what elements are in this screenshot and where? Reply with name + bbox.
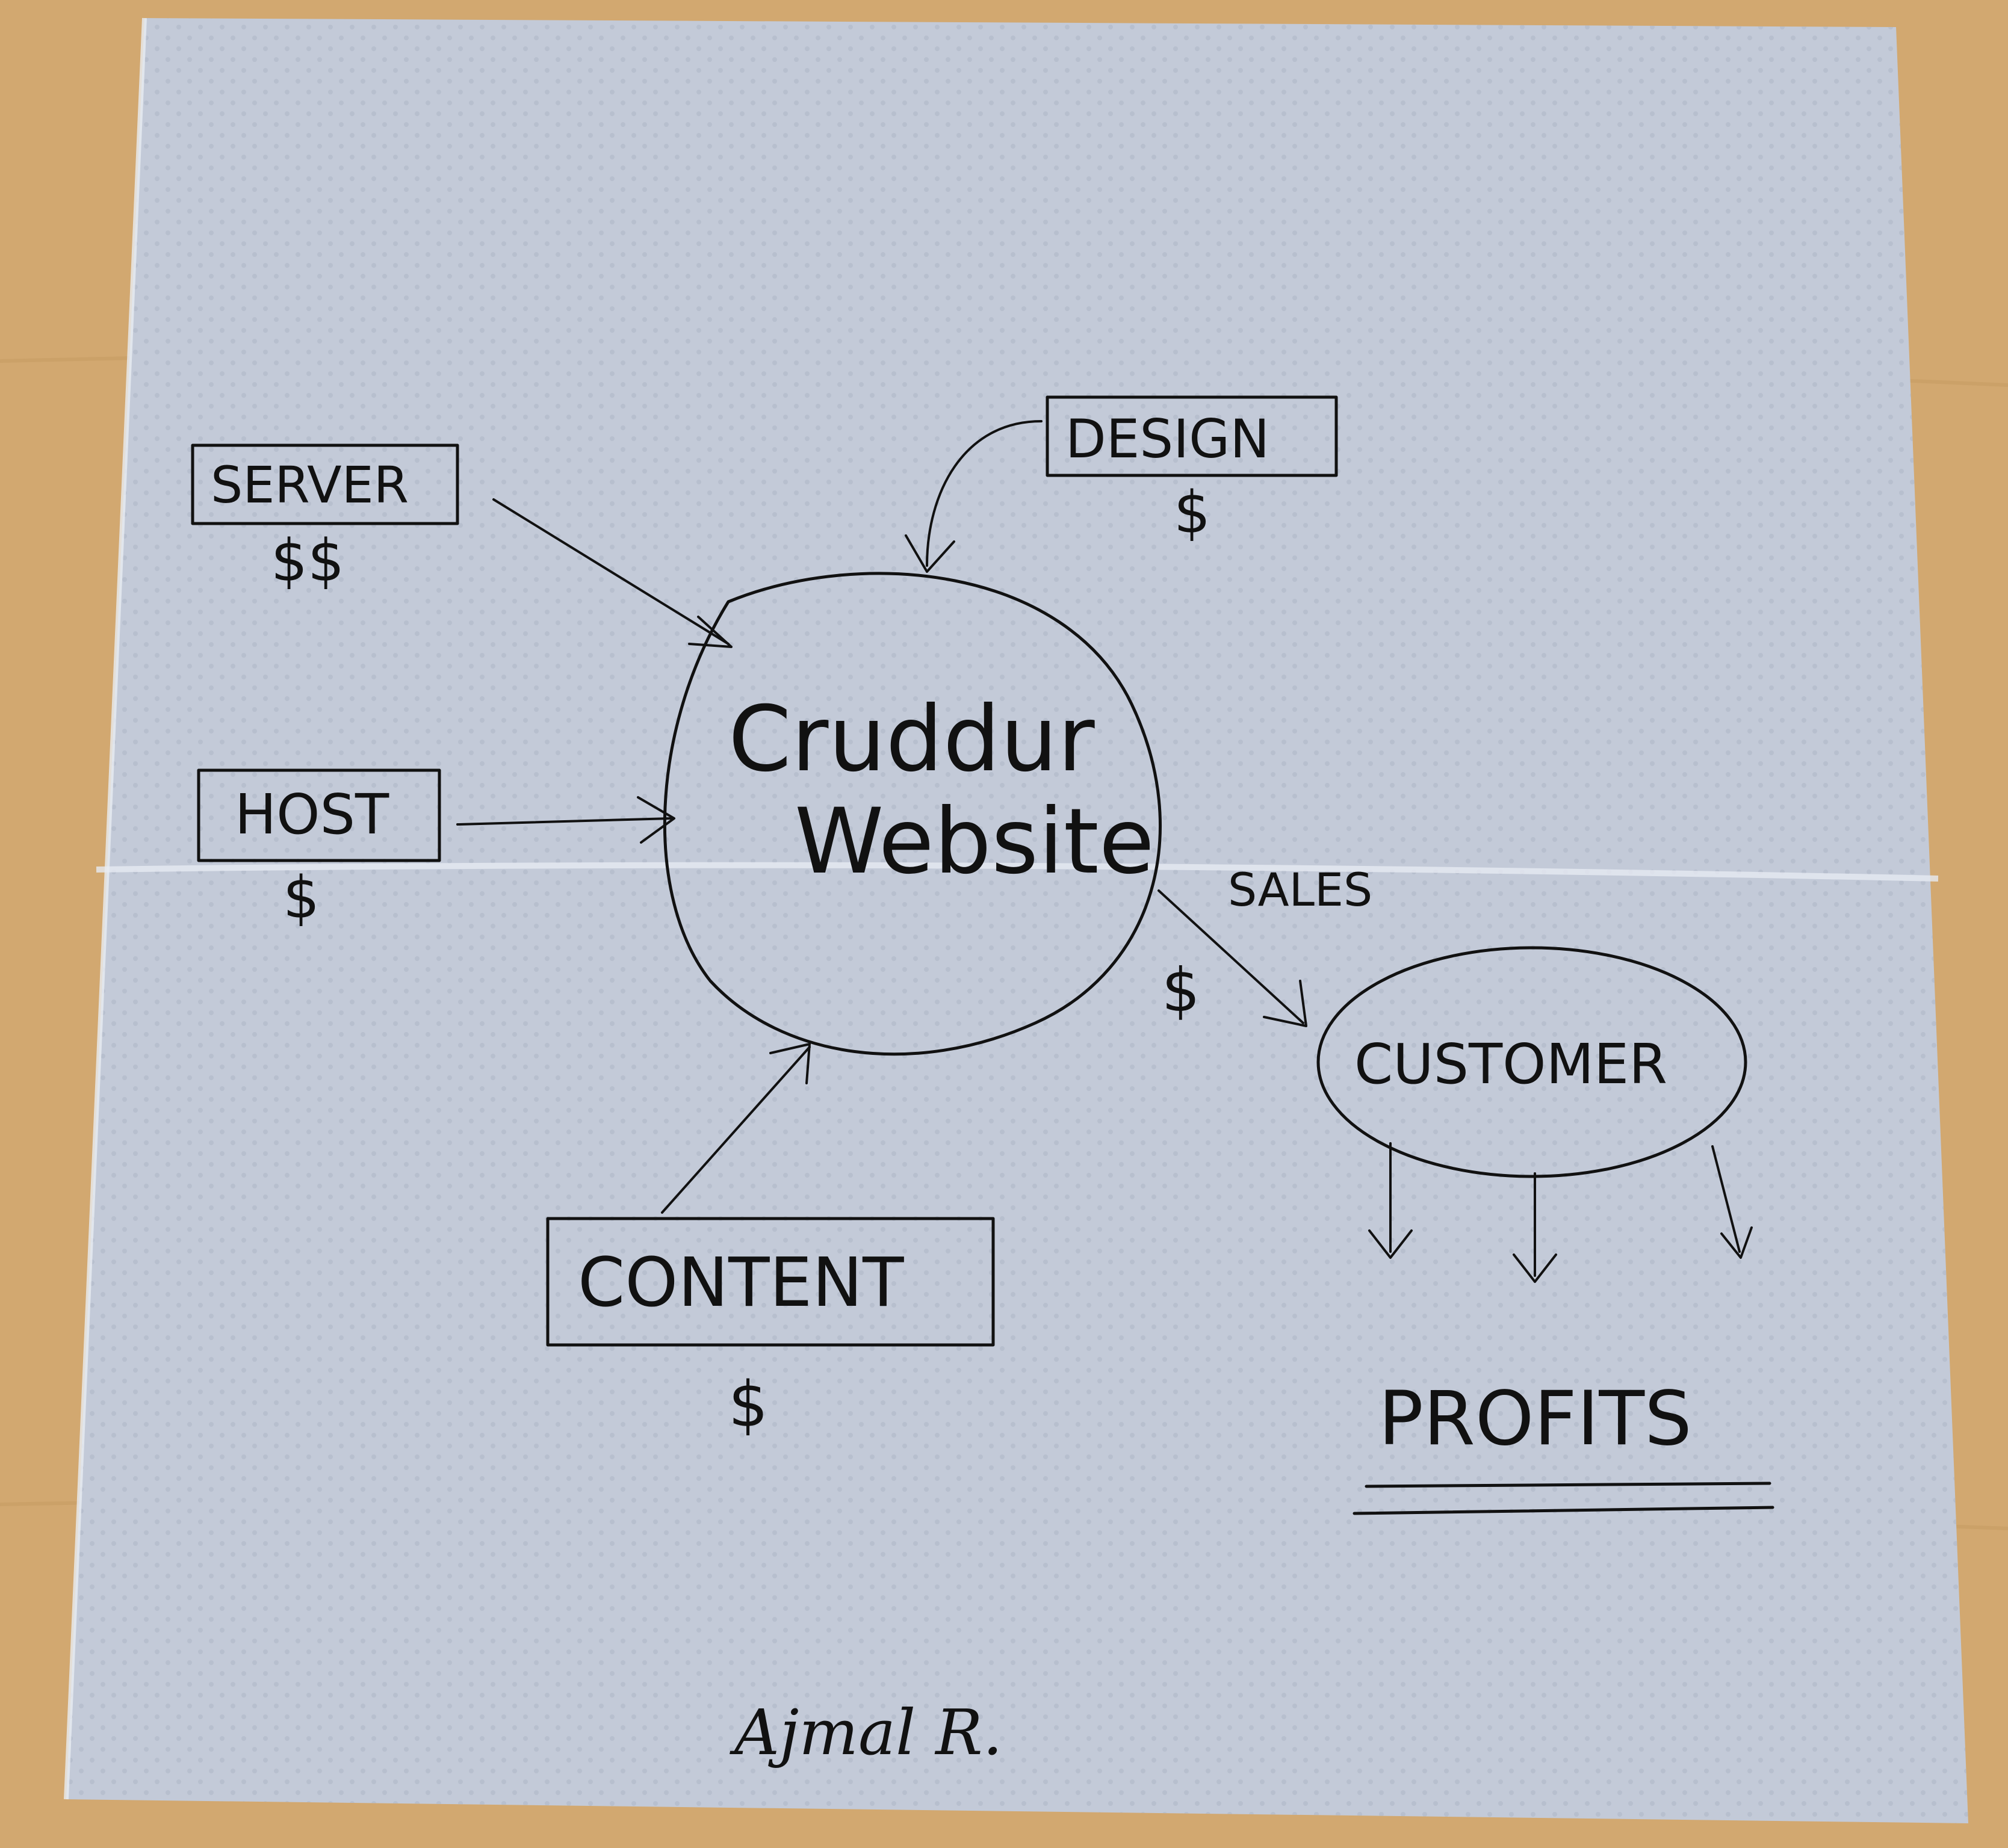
profits-underline-1 [1365,1482,1771,1488]
host-node: HOST $ [197,768,441,932]
customer-label: CUSTOMER [1354,1032,1667,1096]
content-node: CONTENT $ [546,1217,995,1441]
host-cost: $ [283,864,320,932]
server-arrow [492,498,733,648]
host-label: HOST [235,782,389,847]
profits-label: PROFITS [1378,1376,1692,1462]
host-box [197,768,441,862]
server-label: SERVER [211,456,409,515]
design-node: DESIGN $ [1046,395,1338,546]
server-node: SERVER $$ [191,443,459,595]
design-box [1046,395,1338,477]
content-box [546,1217,995,1347]
website-title-line1: Cruddur [728,687,1095,792]
cruddur-website-node: Cruddur Website [663,572,1162,1056]
customer-ellipse [1316,946,1747,1178]
design-cost: $ [1174,479,1210,546]
content-label: CONTENT [578,1244,904,1322]
sales-flow: SALES $ [1157,863,1372,1027]
design-label: DESIGN [1065,408,1269,470]
sales-arrow [1157,889,1304,1024]
server-cost: $$ [271,527,344,595]
signature: Ajmal R. [730,1696,1003,1769]
content-cost: $ [728,1368,768,1441]
customer-node: CUSTOMER [1316,946,1747,1178]
website-circle [663,572,1162,1056]
profits-underline-2 [1353,1506,1774,1515]
napkin [64,17,1968,1823]
sales-label: SALES [1228,863,1372,916]
design-arrow [905,420,1043,573]
server-box [191,443,459,525]
sales-cost: $ [1162,955,1200,1025]
website-title-line2: Website [795,790,1154,894]
customer-profit-arrows [1368,1142,1753,1283]
content-arrow [661,1043,811,1214]
host-arrow [456,796,675,844]
profits-node: PROFITS [1353,1376,1774,1515]
